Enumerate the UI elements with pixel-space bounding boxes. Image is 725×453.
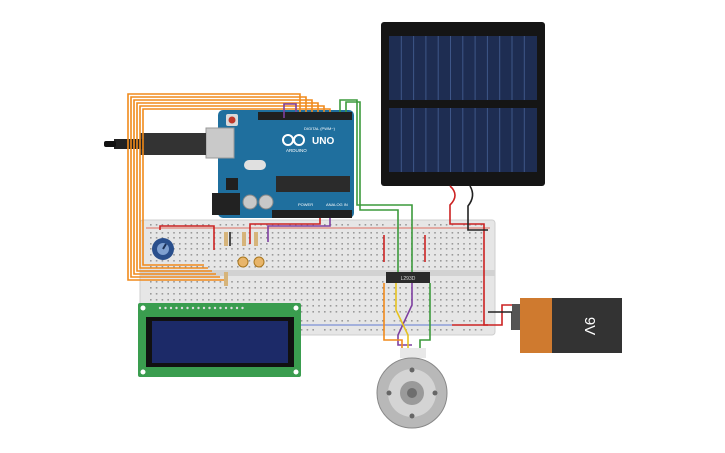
motor-driver[interactable]: L293D xyxy=(386,272,430,283)
resistors xyxy=(224,232,258,286)
battery-label: 9V xyxy=(581,317,598,335)
motor-driver-label: L293D xyxy=(401,276,416,282)
digital-header-label: DIGITAL (PWM~) xyxy=(304,126,336,131)
solar-panel[interactable] xyxy=(381,22,545,186)
power-label: POWER xyxy=(298,202,313,207)
dc-motor[interactable] xyxy=(376,348,448,429)
lcd-screen xyxy=(152,321,288,363)
potentiometer[interactable] xyxy=(152,238,174,260)
arduino-logo xyxy=(282,134,305,146)
arduino-brand-label: ARDUINO xyxy=(286,148,307,153)
usb-port xyxy=(205,127,235,159)
power-analog-header xyxy=(272,210,352,218)
arduino-model-label: UNO xyxy=(312,136,334,147)
arduino-uno[interactable]: UNO ARDUINO DIGITAL (PWM~) POWER ANALOG … xyxy=(205,110,354,218)
usb-cable xyxy=(104,133,206,155)
photoresistors[interactable] xyxy=(237,256,265,268)
wires xyxy=(127,93,513,355)
lcd-16x2[interactable] xyxy=(138,303,301,377)
atmega-chip xyxy=(276,176,350,192)
analog-label: ANALOG IN xyxy=(326,202,348,207)
battery-9v[interactable]: 9V xyxy=(512,298,622,353)
digital-header xyxy=(258,112,352,120)
power-jack xyxy=(212,193,240,215)
